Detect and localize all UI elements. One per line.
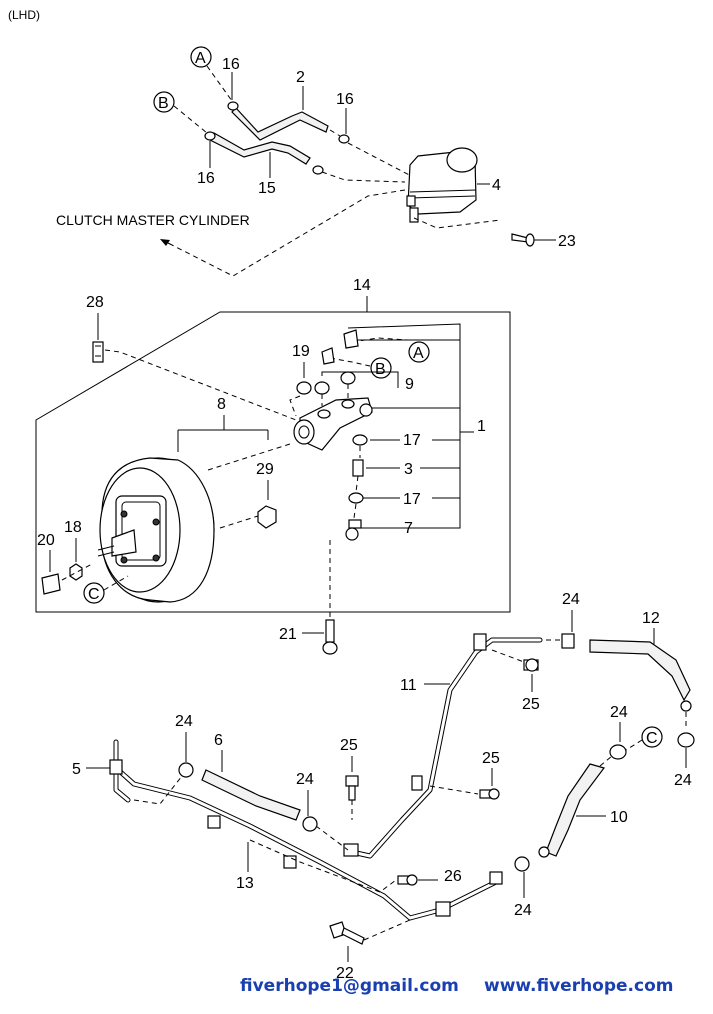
- hose-10: [545, 763, 606, 857]
- ref-c-left: C: [83, 582, 105, 604]
- svg-text:C: C: [88, 586, 100, 603]
- bolt-25a: [523, 658, 539, 672]
- callout-22: 22: [336, 965, 354, 982]
- bolt-26: [397, 874, 418, 886]
- washer-17a: [352, 434, 368, 446]
- callout-4: 4: [492, 177, 501, 194]
- callout-12: 12: [642, 610, 660, 627]
- callout-26: 26: [444, 868, 462, 885]
- drive-label: (LHD): [8, 8, 40, 22]
- callout-24a: 24: [562, 591, 580, 608]
- clip-28: [92, 341, 104, 363]
- callout-10: 10: [610, 809, 628, 826]
- hose-15: [209, 132, 311, 165]
- cap-19: [296, 381, 312, 395]
- brake-booster: [97, 457, 215, 603]
- ref-a-top: A: [190, 46, 212, 68]
- ref-b-top: B: [153, 91, 175, 113]
- callout-24c: 24: [610, 704, 628, 721]
- callout-29: 29: [256, 461, 274, 478]
- clip-5: [109, 759, 123, 775]
- callout-25c: 25: [482, 750, 500, 767]
- grommet-9a: [314, 381, 330, 395]
- bolt-21: [322, 619, 338, 655]
- callout-13: 13: [236, 875, 254, 892]
- callout-9: 9: [405, 376, 414, 393]
- bolt-7: [345, 519, 362, 541]
- master-cylinder: [293, 397, 373, 451]
- callout-15: 15: [258, 180, 276, 197]
- callout-23: 23: [558, 233, 576, 250]
- bolt-25b: [345, 775, 359, 801]
- callout-11: 11: [400, 677, 417, 694]
- callout-6: 6: [214, 732, 223, 749]
- screw-23: [511, 233, 535, 247]
- reservoir-tank: [406, 147, 478, 223]
- fitting-3: [352, 459, 364, 477]
- ref-a-mid: A: [408, 341, 430, 363]
- callout-5: 5: [72, 761, 81, 778]
- callout-8: 8: [217, 396, 226, 413]
- callout-7: 7: [404, 520, 413, 537]
- footer-website: www.fiverhope.com: [484, 976, 674, 996]
- callout-16c: 16: [197, 170, 215, 187]
- hose-12: [589, 639, 691, 702]
- nut-18: [69, 563, 83, 581]
- hose-6: [201, 769, 301, 821]
- callout-19: 19: [292, 343, 310, 360]
- callout-2: 2: [296, 69, 305, 86]
- svg-text:A: A: [413, 345, 424, 362]
- callout-24d: 24: [514, 902, 532, 919]
- callout-18: 18: [64, 519, 82, 536]
- callout-25b: 25: [340, 737, 358, 754]
- callout-3: 3: [404, 461, 413, 478]
- clip-24b: [677, 732, 695, 748]
- clip-24f: [302, 816, 318, 832]
- callout-1: 1: [477, 418, 486, 435]
- callout-25a: 25: [522, 696, 540, 713]
- clip-24a: [561, 633, 575, 649]
- clevis-20: [41, 573, 61, 595]
- clutch-label: CLUTCH MASTER CYLINDER: [56, 212, 250, 228]
- washer-17b: [348, 492, 364, 504]
- bolt-22: [329, 921, 365, 945]
- callout-24b: 24: [674, 772, 692, 789]
- grommet-9b: [340, 371, 356, 385]
- clip-24d: [514, 856, 530, 872]
- callout-20: 20: [37, 532, 55, 549]
- clip-24c: [609, 744, 627, 760]
- callout-24e: 24: [175, 713, 193, 730]
- pipe-11: [349, 637, 543, 859]
- callout-16b: 16: [336, 91, 354, 108]
- svg-text:B: B: [158, 95, 169, 112]
- callout-21: 21: [279, 626, 297, 643]
- callout-16a: 16: [222, 56, 240, 73]
- callout-28: 28: [86, 294, 104, 311]
- callout-14: 14: [353, 277, 371, 294]
- hose-2: [231, 107, 329, 141]
- nut-29: [257, 505, 277, 529]
- ref-b-mid: B: [370, 357, 392, 379]
- svg-text:B: B: [375, 361, 386, 378]
- footer-email: fiverhope1@gmail.com: [240, 976, 459, 996]
- ref-c-right: C: [641, 726, 663, 748]
- callout-17b: 17: [403, 491, 421, 508]
- callout-17a: 17: [403, 432, 421, 449]
- svg-text:C: C: [646, 730, 658, 747]
- assembly-14-frame: [35, 311, 511, 613]
- svg-text:A: A: [195, 50, 206, 67]
- clip-24e: [178, 762, 194, 778]
- callout-24f: 24: [296, 771, 314, 788]
- bolt-25c: [479, 788, 500, 800]
